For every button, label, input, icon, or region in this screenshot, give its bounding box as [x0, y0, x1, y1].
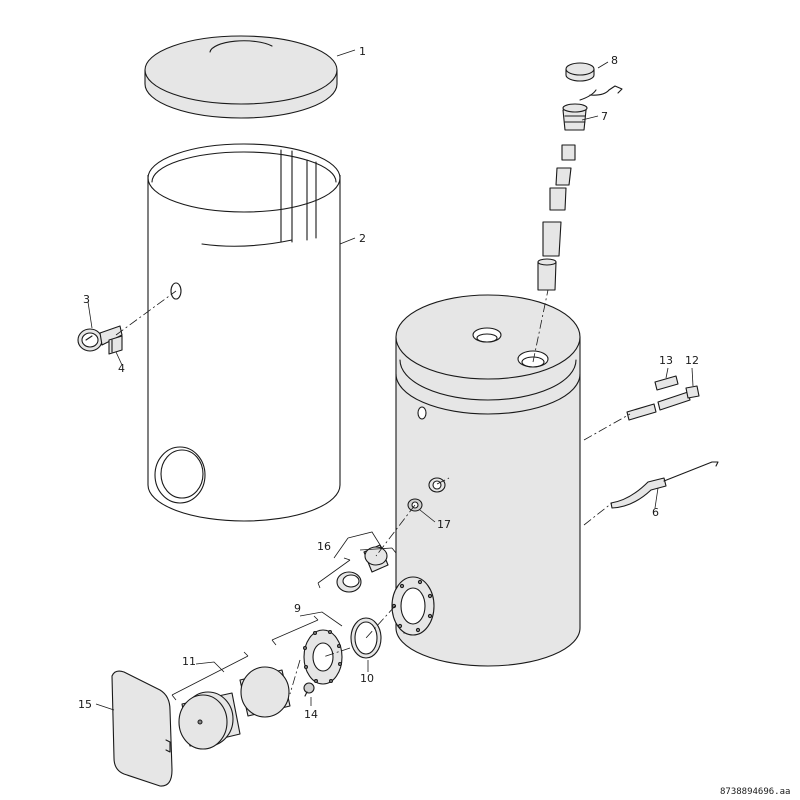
label-4: 4: [118, 362, 125, 375]
label-14: 14: [304, 708, 318, 721]
label-1: 1: [359, 45, 366, 58]
label-7: 7: [601, 110, 608, 123]
part-10-gasket: [350, 617, 382, 659]
part-11-insulation-covers: [178, 666, 291, 750]
label-12: 12: [685, 354, 699, 367]
label-17: 17: [437, 518, 451, 531]
part-9-flange-plate: [303, 629, 343, 685]
part-1-top-lid: [144, 35, 338, 119]
tank-flange: [391, 576, 435, 636]
part-8-cap: [565, 62, 623, 101]
part-4-clip: [108, 335, 123, 355]
part-13-seal: [654, 375, 679, 391]
leader-lines: [87, 49, 694, 711]
assembly-axes: [115, 289, 631, 695]
reference-code: 8738894696.aa: [720, 787, 790, 797]
part-14-bolt: [303, 682, 315, 697]
label-15: 15: [78, 698, 92, 711]
part-15-cover-plate: [111, 670, 173, 787]
part-7-sensor-rod: [537, 103, 588, 291]
label-16: 16: [317, 540, 331, 553]
part-16-fittings: [336, 544, 389, 593]
label-10: 10: [360, 672, 374, 685]
part-3-thermometer: [77, 325, 123, 352]
label-6: 6: [652, 506, 659, 519]
label-11: 11: [182, 655, 196, 668]
part-2-outer-jacket: [147, 143, 341, 522]
label-9: 9: [294, 602, 301, 615]
label-3: 3: [83, 293, 90, 306]
part-6-sensor-wire: [610, 461, 719, 509]
label-8: 8: [611, 54, 618, 67]
label-13: 13: [659, 354, 673, 367]
part-12-anode: [626, 385, 700, 421]
part-labels: 1 2 3 4 6 7 8 9 10 11 12 13 14 15 16 17: [78, 45, 699, 721]
label-2: 2: [359, 232, 366, 245]
